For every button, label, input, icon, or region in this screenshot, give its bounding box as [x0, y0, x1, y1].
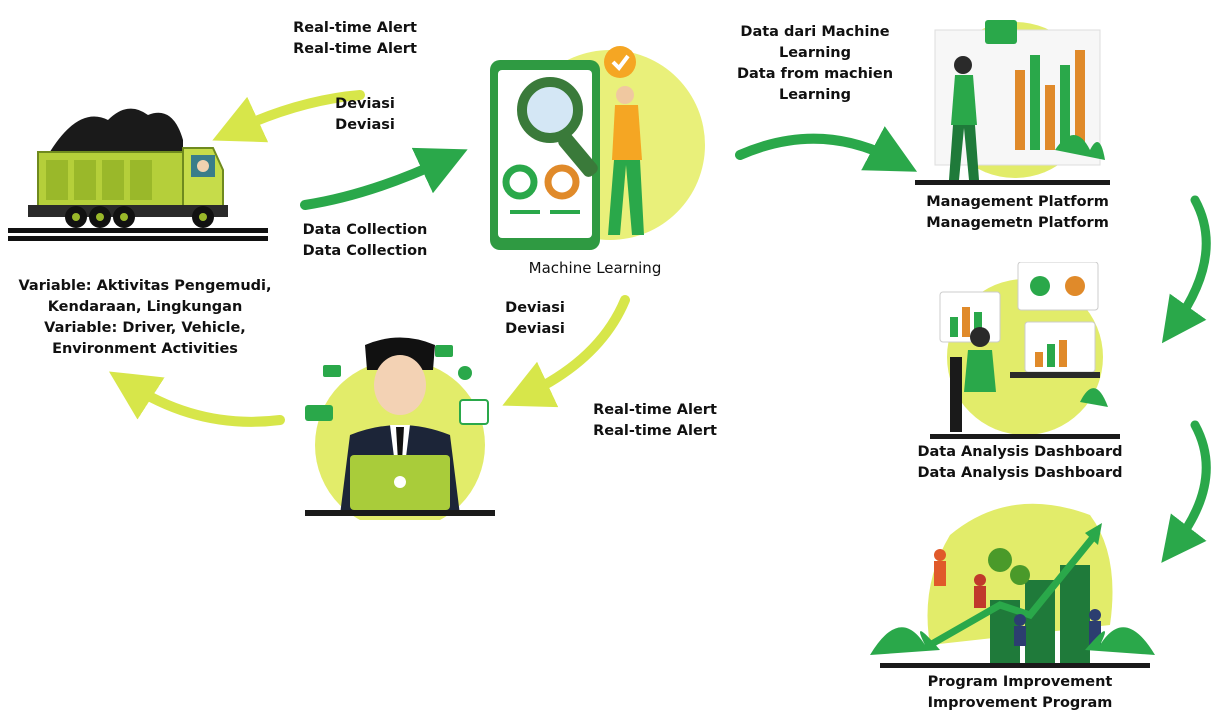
variable-en-2: Environment Activities: [52, 341, 238, 357]
dashboard-label-1: Data Analysis Dashboard: [917, 444, 1123, 460]
ml-data-label: Data dari Machine Learning Data from mac…: [720, 22, 910, 106]
deviasi-mid-2: Deviasi: [505, 321, 565, 337]
alert-mid-2: Real-time Alert: [593, 423, 717, 439]
alert-top-label: Real-time Alert Real-time Alert: [265, 18, 445, 60]
deviasi-top-2: Deviasi: [335, 117, 395, 133]
variable-en-1: Variable: Driver, Vehicle,: [44, 320, 246, 336]
arrow-ml-to-management: [735, 126, 918, 172]
program-label-2: Improvement Program: [927, 695, 1113, 711]
presentation-board-icon: [915, 20, 1110, 185]
alert-top-2: Real-time Alert: [293, 41, 417, 57]
program-label-1: Program Improvement: [927, 674, 1113, 690]
arrow-management-to-dashboard: [1161, 195, 1211, 344]
program-label: Program Improvement Improvement Program: [905, 672, 1135, 714]
data-collection-2: Data Collection: [302, 243, 428, 259]
management-label-2: Managemetn Platform: [926, 215, 1109, 231]
alert-mid-1: Real-time Alert: [593, 402, 717, 418]
dashboard-label-2: Data Analysis Dashboard: [917, 465, 1123, 481]
ml-data-4: Learning: [778, 87, 851, 103]
arrow-ml-to-operator: [502, 295, 630, 408]
variable-id-2: Kendaraan, Lingkungan: [47, 299, 243, 315]
data-collection-1: Data Collection: [302, 222, 428, 238]
management-label: Management Platform Managemetn Platform: [905, 192, 1130, 234]
growth-team-icon: [870, 503, 1155, 668]
ml-data-2: Learning: [778, 45, 851, 61]
phone-magnifier-icon: [490, 46, 705, 250]
alert-top-1: Real-time Alert: [293, 20, 417, 36]
analytics-desk-icon: [930, 262, 1120, 439]
ml-label: Machine Learning: [528, 259, 662, 277]
arrow-truck-to-ml: [300, 147, 468, 210]
data-collection-label: Data Collection Data Collection: [280, 220, 450, 262]
arrow-ml-to-truck: [212, 90, 365, 143]
deviasi-top-label: Deviasi Deviasi: [315, 94, 415, 136]
truck-variables-label: Variable: Aktivitas Pengemudi, Kendaraan…: [0, 276, 290, 360]
person-laptop-icon: [305, 337, 495, 520]
dashboard-label: Data Analysis Dashboard Data Analysis Da…: [905, 442, 1135, 484]
arrow-dashboard-to-program: [1161, 420, 1211, 563]
dump-truck-icon: [8, 108, 268, 241]
arrow-operator-to-truck: [108, 371, 285, 427]
deviasi-mid-label: Deviasi Deviasi: [485, 298, 585, 340]
ml-data-1: Data dari Machine: [740, 24, 890, 40]
variable-id-1: Variable: Aktivitas Pengemudi,: [18, 278, 272, 294]
ml-data-3: Data from machien: [736, 66, 894, 82]
alert-mid-label: Real-time Alert Real-time Alert: [570, 400, 740, 442]
deviasi-top-1: Deviasi: [335, 96, 395, 112]
deviasi-mid-1: Deviasi: [505, 300, 565, 316]
management-label-1: Management Platform: [926, 194, 1109, 210]
